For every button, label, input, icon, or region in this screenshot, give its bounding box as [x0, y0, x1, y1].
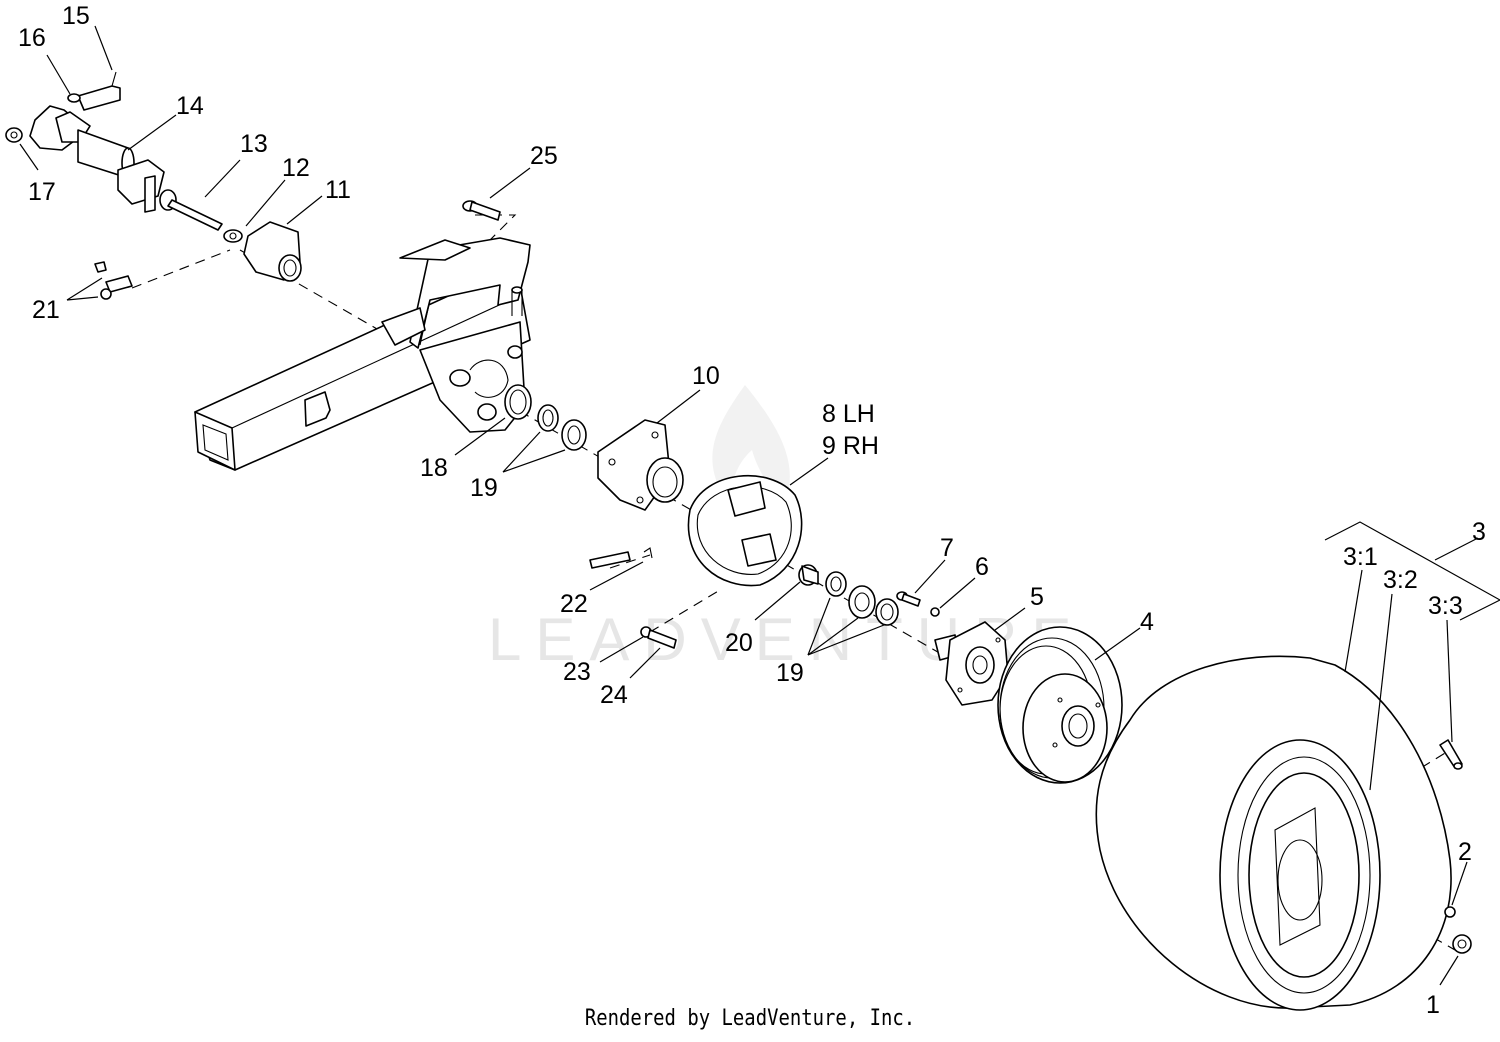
- callout-22: 22: [560, 590, 588, 618]
- bearings-part-19-lower: [825, 571, 899, 626]
- pin-part-22: [589, 547, 653, 569]
- callout-19-upper: 19: [470, 474, 498, 502]
- axle-frame: [194, 237, 531, 471]
- callout-15: 15: [62, 2, 90, 30]
- callout-1: 1: [1426, 991, 1440, 1019]
- yoke-part-11: [243, 221, 302, 282]
- callout-10: 10: [692, 362, 720, 390]
- bolt-part-7: [896, 591, 921, 607]
- callout-labels: 1 2 3 3:1 3:2 3:3 4 5 6 7 8 LH 9 RH 10 1…: [18, 2, 1486, 1019]
- callout-20: 20: [725, 629, 753, 657]
- lug-nut-part-1: [1452, 934, 1472, 954]
- callout-14: 14: [176, 92, 204, 120]
- callout-25: 25: [530, 142, 558, 170]
- callout-11: 11: [325, 176, 351, 204]
- hub-flange-part-10: [597, 419, 684, 511]
- drive-shaft-assembly: [5, 71, 243, 243]
- valve-stem-part-3-3: [1439, 739, 1463, 770]
- spacer-part-20: [798, 564, 819, 586]
- callout-17: 17: [28, 178, 56, 206]
- bolt-part-25: [462, 200, 501, 221]
- bolt-part-23-24: [640, 626, 677, 649]
- washer-part-6: [930, 607, 940, 617]
- callout-4: 4: [1140, 608, 1154, 636]
- callout-7: 7: [940, 534, 954, 562]
- callout-3-3: 3:3: [1428, 592, 1463, 620]
- leader-lines: [19, 25, 1500, 986]
- brake-backing-plate-part-8-9: [687, 475, 803, 587]
- brake-drum-part-4: [997, 626, 1123, 784]
- callout-5: 5: [1030, 583, 1044, 611]
- callout-9-rh: 9 RH: [822, 432, 879, 460]
- callout-24: 24: [600, 681, 628, 709]
- render-credit: Rendered by LeadVenture, Inc.: [584, 1006, 916, 1031]
- fittings-part-21: [94, 261, 133, 300]
- lug-nut-part-2: [1444, 906, 1456, 918]
- callout-19-lower: 19: [776, 659, 804, 687]
- callout-3-1: 3:1: [1343, 543, 1378, 571]
- callout-8-lh: 8 LH: [822, 400, 875, 428]
- callout-3: 3: [1472, 518, 1486, 546]
- callout-23: 23: [563, 658, 591, 686]
- callout-13: 13: [240, 130, 268, 158]
- callout-2: 2: [1458, 838, 1472, 866]
- callout-6: 6: [975, 553, 989, 581]
- callout-3-2: 3:2: [1383, 566, 1418, 594]
- bearings-part-19-upper: [537, 404, 587, 451]
- callout-18: 18: [420, 454, 448, 482]
- callout-21: 21: [32, 296, 60, 324]
- wheel-hub-part-5: [934, 621, 1009, 706]
- callout-12: 12: [282, 154, 310, 182]
- callout-16: 16: [18, 24, 46, 52]
- tire-wheel-assembly-part-3: [1095, 655, 1452, 1011]
- seal-part-18: [504, 384, 532, 420]
